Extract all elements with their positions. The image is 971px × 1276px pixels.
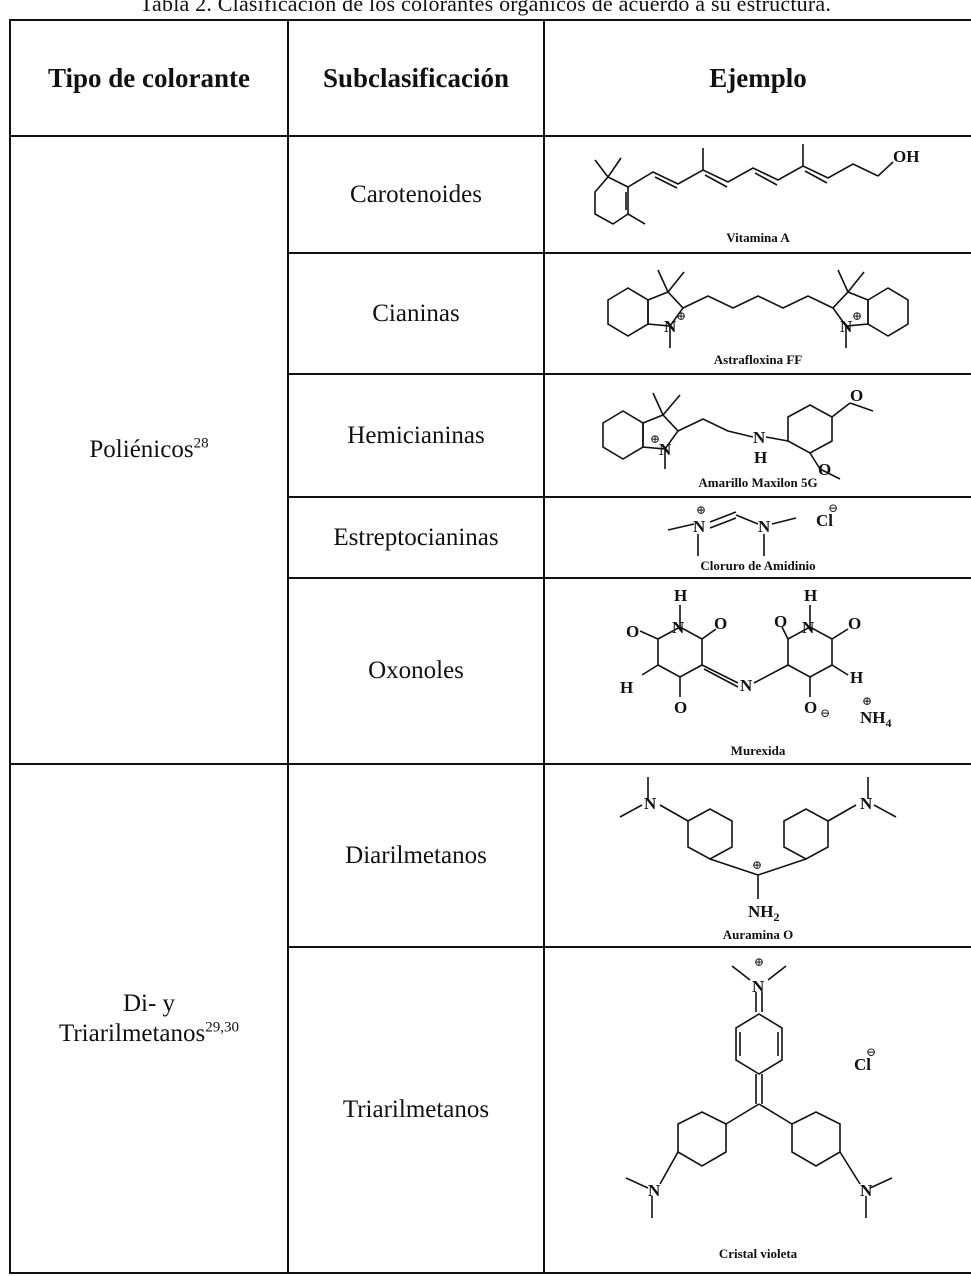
atom-n: N: [758, 517, 771, 536]
nh2-sub: 2: [774, 910, 780, 924]
atom-n: N: [664, 317, 677, 336]
example-cell: N ⊕ Cl ⊖ N N Cristal violeta: [543, 946, 971, 1274]
example-name: Cloruro de Amidinio: [700, 558, 815, 573]
nh4-text: NH: [860, 708, 886, 727]
group-arilmetanos: Di- y Triarilmetanos29,30: [9, 763, 289, 1274]
amarillo-maxilon-structure: N ⊕ N H O O Amarillo Maxilon 5G: [602, 386, 874, 490]
sub-triarilmetanos: Triarilmetanos: [287, 946, 545, 1274]
atom-o: O: [848, 614, 861, 633]
astrafloxina-structure: N ⊕ N ⊕ Astrafloxina FF: [607, 269, 909, 367]
atom-n: N: [840, 317, 853, 336]
atom-h: H: [754, 448, 767, 467]
group-name-line1: Di- y: [122, 989, 176, 1017]
atom-h: H: [674, 586, 687, 605]
example-cell: H H N N O O O O N H H O O ⊖ NH4 ⊕ Murexi…: [543, 577, 971, 765]
atom-n: N: [802, 618, 815, 637]
atom-n: N: [644, 794, 657, 813]
atom-o: O: [674, 698, 687, 717]
group-ref: 28: [193, 435, 209, 452]
sub-carotenoides: Carotenoides: [287, 135, 545, 254]
group-ref: 29,30: [205, 1019, 240, 1036]
cloruro-amidinio-structure: N ⊕ N Cl ⊖ Cloruro de Amidinio: [667, 501, 838, 573]
atom-cl: Cl: [816, 511, 833, 530]
sub-diarilmetanos: Diarilmetanos: [287, 763, 545, 948]
charge-plus: ⊕: [754, 955, 764, 969]
atom-cl: Cl: [854, 1055, 871, 1074]
atom-h: H: [804, 586, 817, 605]
table-row: Triarilmetanos N ⊕ Cl: [10, 946, 971, 1274]
charge-plus: ⊕: [852, 309, 862, 323]
group-name-line2: Triarilmetanos29,30: [11, 1019, 287, 1049]
example-name: Auramina O: [723, 927, 793, 942]
group-name: Triarilmetanos: [58, 1019, 206, 1047]
atom-n: N: [860, 794, 873, 813]
cristal-violeta-structure: N ⊕ Cl ⊖ N N Cristal violeta: [625, 955, 893, 1261]
example-name: Astrafloxina FF: [714, 352, 803, 367]
atom-nh2: NH2: [748, 902, 780, 924]
example-name: Amarillo Maxilon 5G: [698, 475, 817, 490]
charge-minus: ⊖: [866, 1045, 876, 1059]
table-row: Oxonoles H H N N O: [10, 577, 971, 765]
atom-o: O: [774, 612, 787, 631]
atom-o: O: [626, 622, 639, 641]
example-cell: N ⊕ N H O O Amarillo Maxilon 5G: [543, 373, 971, 498]
atom-n: N: [693, 517, 706, 536]
table-row: Cianinas N ⊕ N ⊕ Astrafloxina FF: [10, 252, 971, 375]
atom-h: H: [850, 668, 863, 687]
vitamin-a-structure: OH Vitamina A: [594, 144, 919, 245]
example-cell: N ⊕ N Cl ⊖ Cloruro de Amidinio: [543, 496, 971, 579]
example-cell: N ⊕ N ⊕ Astrafloxina FF: [543, 252, 971, 375]
sub-oxonoles: Oxonoles: [287, 577, 545, 765]
charge-minus: ⊖: [820, 706, 830, 720]
charge-plus: ⊕: [752, 858, 762, 872]
atom-oh: OH: [893, 147, 919, 166]
atom-n: N: [648, 1181, 661, 1200]
atom-n: N: [753, 428, 766, 447]
atom-o: O: [818, 460, 831, 479]
atom-n: N: [860, 1181, 873, 1200]
header-row: Tipo de colorante Subclasificación Ejemp…: [9, 19, 971, 137]
murexida-structure: H H N N O O O O N H H O O ⊖ NH4 ⊕ Murexi…: [620, 586, 892, 758]
table-caption: Tabla 2. Clasificación de los colorantes…: [139, 0, 832, 16]
atom-o: O: [850, 386, 863, 405]
charge-minus: ⊖: [828, 501, 838, 515]
atom-n: N: [659, 440, 672, 459]
header-sub: Subclasificación: [287, 19, 545, 137]
header-type: Tipo de colorante: [9, 19, 289, 137]
table-row: Di- y Triarilmetanos29,30 Diarilmetanos …: [9, 763, 971, 1274]
example-cell: N N ⊕ NH2 Auramina O: [543, 763, 971, 948]
example-name: Cristal violeta: [719, 1246, 798, 1261]
atom-n: N: [740, 676, 753, 695]
classification-table: Tipo de colorante Subclasificación Ejemp…: [9, 19, 971, 1274]
atom-nh4: NH4: [860, 708, 892, 730]
charge-plus: ⊕: [696, 503, 706, 517]
sub-estreptocianinas: Estreptocianinas: [287, 496, 545, 579]
nh2-text: NH: [748, 902, 774, 921]
table-row: Poliénicos28 Carotenoides OH Vitamina A: [9, 135, 971, 765]
sub-cianinas: Cianinas: [287, 252, 545, 375]
atom-n: N: [752, 977, 765, 996]
charge-plus: ⊕: [676, 309, 686, 323]
atom-o: O: [804, 698, 817, 717]
atom-h: H: [620, 678, 633, 697]
sub-hemicianinas: Hemicianinas: [287, 373, 545, 498]
header-example: Ejemplo: [543, 19, 971, 137]
group-name: Poliénicos: [89, 436, 194, 463]
charge-plus: ⊕: [862, 694, 872, 708]
example-name: Murexida: [731, 743, 786, 758]
atom-o: O: [714, 614, 727, 633]
table-row: Hemicianinas N ⊕ N H O: [10, 373, 971, 498]
atom-n: N: [672, 618, 685, 637]
group-polienicos: Poliénicos28: [9, 135, 289, 765]
charge-plus: ⊕: [650, 432, 660, 446]
example-name: Vitamina A: [726, 230, 790, 245]
table-row: Estreptocianinas N ⊕ N Cl ⊖ Cloruro de A…: [10, 496, 971, 579]
nh4-sub: 4: [886, 716, 892, 730]
example-cell: OH Vitamina A: [543, 135, 971, 254]
auramina-structure: N N ⊕ NH2 Auramina O: [619, 776, 897, 942]
